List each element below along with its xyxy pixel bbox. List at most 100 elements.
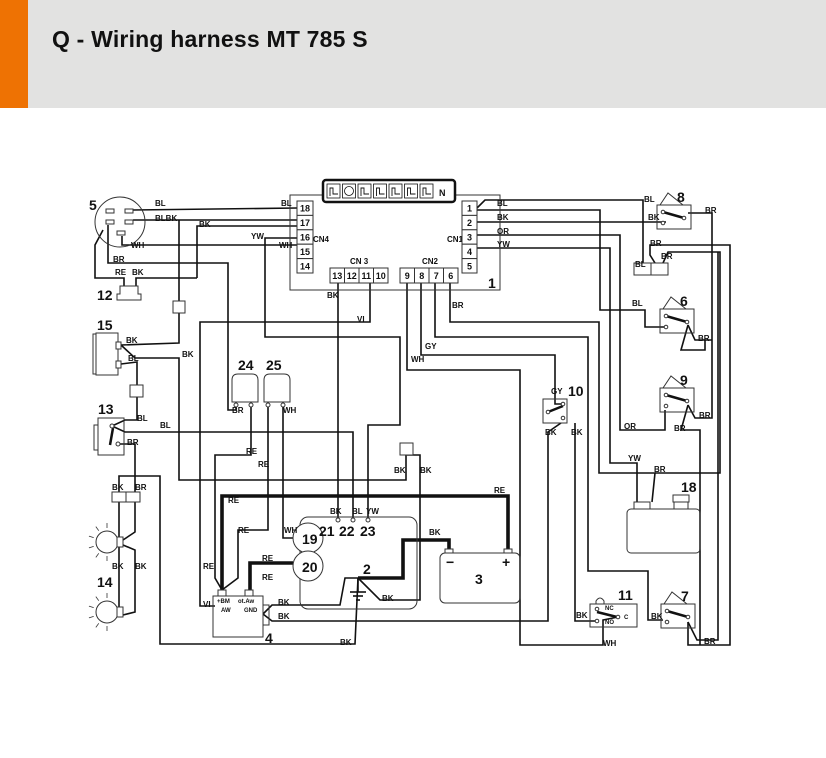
wire-color-label: RE xyxy=(258,460,270,469)
wire xyxy=(118,475,359,645)
power-wire xyxy=(358,538,451,580)
switch-7: 7 xyxy=(660,588,696,629)
wire-color-label: RE xyxy=(115,268,127,277)
light-ray xyxy=(88,545,94,549)
wire xyxy=(121,236,297,246)
fuel-icon xyxy=(373,183,387,199)
cn1-label: CN1 xyxy=(447,235,464,244)
wire-color-label: BK xyxy=(112,562,124,571)
cn1-pin-number: 2 xyxy=(467,218,472,228)
wire xyxy=(477,247,638,502)
wire xyxy=(282,407,293,539)
wire-color-label: BK xyxy=(429,528,441,537)
connector-24: 24 xyxy=(231,357,259,408)
wire-color-label: BK xyxy=(330,507,342,516)
wire-color-label: BR xyxy=(650,239,662,248)
harness-module: 19 20 21 22 23 xyxy=(292,516,418,610)
parking-brake-icon xyxy=(342,183,356,199)
wire-color-label: RE xyxy=(262,554,274,563)
switch-8: 8 xyxy=(656,189,692,230)
seat-parking-icon xyxy=(326,183,341,199)
wire-color-label: BK xyxy=(382,594,394,603)
wire xyxy=(434,283,663,621)
page-title: Q - Wiring harness MT 785 S xyxy=(52,26,368,52)
wire xyxy=(357,454,421,601)
component-number: 15 xyxy=(97,317,113,333)
wire xyxy=(406,283,619,646)
wire-color-label: OR xyxy=(624,422,636,431)
component-number: 24 xyxy=(238,357,254,373)
wire xyxy=(196,225,297,278)
pin-23-number: 23 xyxy=(360,523,376,539)
wire-color-label: BK xyxy=(340,638,352,647)
wire-color-label: VI xyxy=(203,600,211,609)
pin-22-number: 22 xyxy=(339,523,355,539)
wire-color-label: GY xyxy=(425,342,437,351)
battery-3: − + 3 xyxy=(439,548,521,604)
cn3-label: CN 3 xyxy=(350,257,369,266)
wire xyxy=(111,425,354,518)
cn1-pin-number: 3 xyxy=(467,233,472,243)
wire-color-label: BR xyxy=(232,406,244,415)
wire-color-label: BR xyxy=(135,483,147,492)
wire-color-label: BK xyxy=(497,213,509,222)
cn1-pin-number: 1 xyxy=(467,204,472,214)
wire-color-label: RE xyxy=(238,526,250,535)
fuel-sender-18: 18 xyxy=(626,479,701,554)
wire-color-label: WH xyxy=(279,241,293,250)
cn1-pin xyxy=(461,258,478,274)
wire-color-label: BL xyxy=(155,199,166,208)
light-ray xyxy=(95,526,100,531)
display-number: 1 xyxy=(488,275,496,291)
cn4-pin-number: 14 xyxy=(300,261,310,271)
wire-color-label: YW xyxy=(366,507,379,516)
battery-plus: + xyxy=(502,554,510,570)
wire-color-label: BL xyxy=(632,299,643,308)
wire-color-label: WH xyxy=(283,406,297,415)
oil-can-icon xyxy=(388,183,403,199)
term-no: NO xyxy=(605,620,614,626)
wire xyxy=(120,220,180,346)
component-number: 6 xyxy=(680,293,688,309)
wire-color-label: BK xyxy=(132,268,144,277)
wire-color-label: YW xyxy=(628,454,641,463)
wire-color-label: BL xyxy=(635,260,646,269)
term-bm: +BM xyxy=(217,599,230,605)
component-number: 13 xyxy=(98,401,114,417)
wire xyxy=(449,283,656,503)
wire-color-label: BK xyxy=(126,336,138,345)
component-number: 4 xyxy=(265,630,273,646)
wire-color-label: BR xyxy=(452,301,464,310)
wires xyxy=(94,199,731,646)
light-ray xyxy=(95,623,100,628)
cn2-pin-number: 8 xyxy=(419,271,424,281)
wire xyxy=(122,502,136,541)
wire xyxy=(574,423,597,622)
wire-color-label: GY xyxy=(551,387,563,396)
plug-19-number: 19 xyxy=(302,531,318,547)
cn4-pin-number: 18 xyxy=(300,204,310,214)
wire-color-label: BLBK xyxy=(155,214,177,223)
wire-color-label: BL xyxy=(352,507,363,516)
term-otaw: ot.Aw xyxy=(238,599,255,605)
wire xyxy=(120,361,138,385)
wire xyxy=(199,283,371,607)
wire xyxy=(476,199,644,263)
term-nc: NC xyxy=(605,606,614,612)
wire xyxy=(132,207,298,211)
wire xyxy=(687,252,719,641)
plug-20-number: 20 xyxy=(302,559,318,575)
component-number: 9 xyxy=(680,372,688,388)
wire-color-label: RE xyxy=(262,573,274,582)
component-number: 2 xyxy=(363,561,371,577)
term-aw: AW xyxy=(221,608,231,614)
grass-bag-icon xyxy=(404,183,418,199)
wire xyxy=(118,502,123,611)
battery-minus: − xyxy=(446,554,454,570)
neutral-icon: N xyxy=(439,188,446,198)
wire-color-label: BL xyxy=(160,421,171,430)
cn4-pin-number: 17 xyxy=(300,218,310,228)
